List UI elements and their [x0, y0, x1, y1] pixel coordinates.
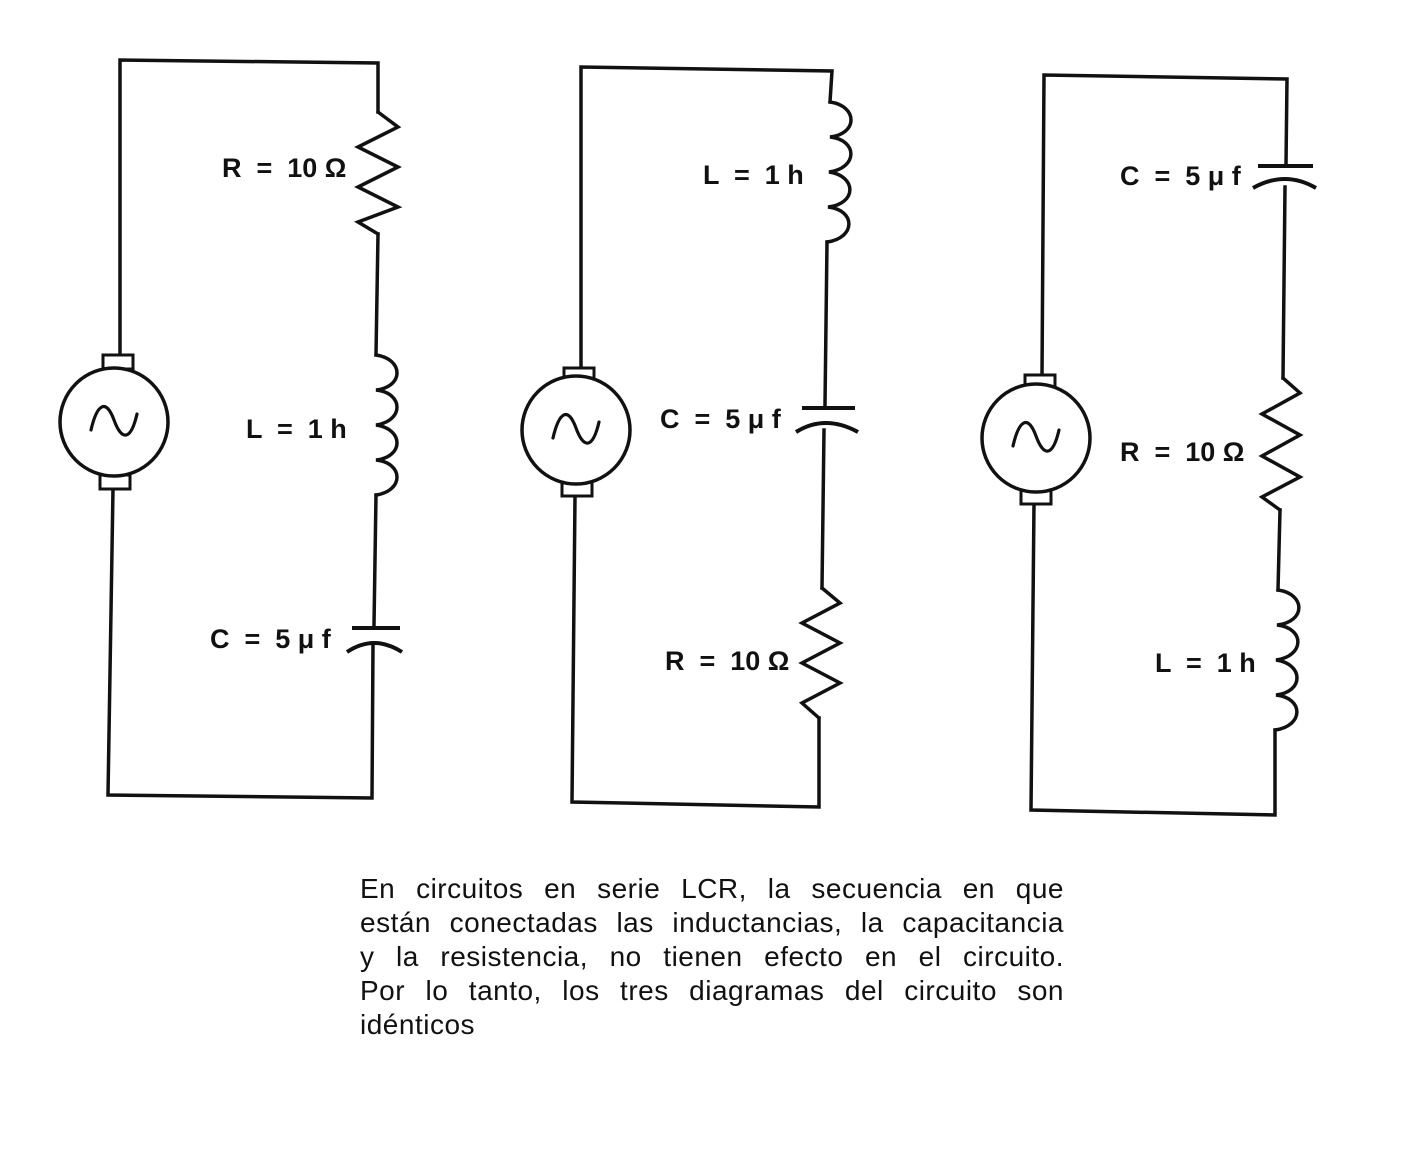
resistor-label: R = 10 Ω	[222, 153, 346, 183]
capacitor-c	[1252, 164, 1318, 190]
wires	[106, 58, 380, 800]
resistor-r	[798, 586, 844, 720]
resistor-r	[353, 110, 403, 236]
capacitor-c	[794, 406, 859, 434]
inductor-l	[374, 353, 399, 497]
resistor-label: R = 10 Ω	[665, 646, 789, 676]
ac-source-icon	[1011, 421, 1061, 453]
wires	[1029, 73, 1289, 817]
circuit-1: R = 10 Ω L = 1 h C = 5 μ f	[58, 58, 404, 800]
caption-line: Por lo tanto, los tres diagramas del cir…	[360, 975, 1064, 1006]
inductor-l	[825, 100, 853, 244]
inductor-label: L = 1 h	[703, 160, 804, 190]
resistor-label: R = 10 Ω	[1120, 437, 1244, 467]
circuit-3: C = 5 μ f R = 10 Ω L = 1 h	[980, 73, 1318, 817]
generator	[58, 353, 170, 491]
resistor-r	[1258, 376, 1304, 512]
ac-source-icon	[551, 413, 601, 445]
caption-line: están conectadas las inductancias, la ca…	[360, 907, 1064, 938]
capacitor-label: C = 5 μ f	[1120, 161, 1242, 191]
generator	[980, 373, 1092, 506]
inductor-label: L = 1 h	[246, 414, 347, 444]
wires	[570, 65, 834, 809]
caption: En circuitos en serie LCR, la secuencia …	[360, 872, 1064, 1042]
caption-line: idénticos	[360, 1009, 476, 1040]
capacitor-c	[345, 626, 404, 654]
circuit-2: L = 1 h C = 5 μ f R = 10 Ω	[520, 65, 859, 809]
capacitor-label: C = 5 μ f	[660, 404, 782, 434]
generator	[520, 366, 632, 498]
inductor-label: L = 1 h	[1155, 648, 1256, 678]
caption-line: y la resistencia, no tienen efecto en el…	[360, 941, 1064, 972]
caption-line: En circuitos en serie LCR, la secuencia …	[360, 873, 1064, 904]
capacitor-label: C = 5 μ f	[210, 624, 332, 654]
ac-source-icon	[89, 405, 139, 437]
inductor-l	[1273, 588, 1301, 732]
